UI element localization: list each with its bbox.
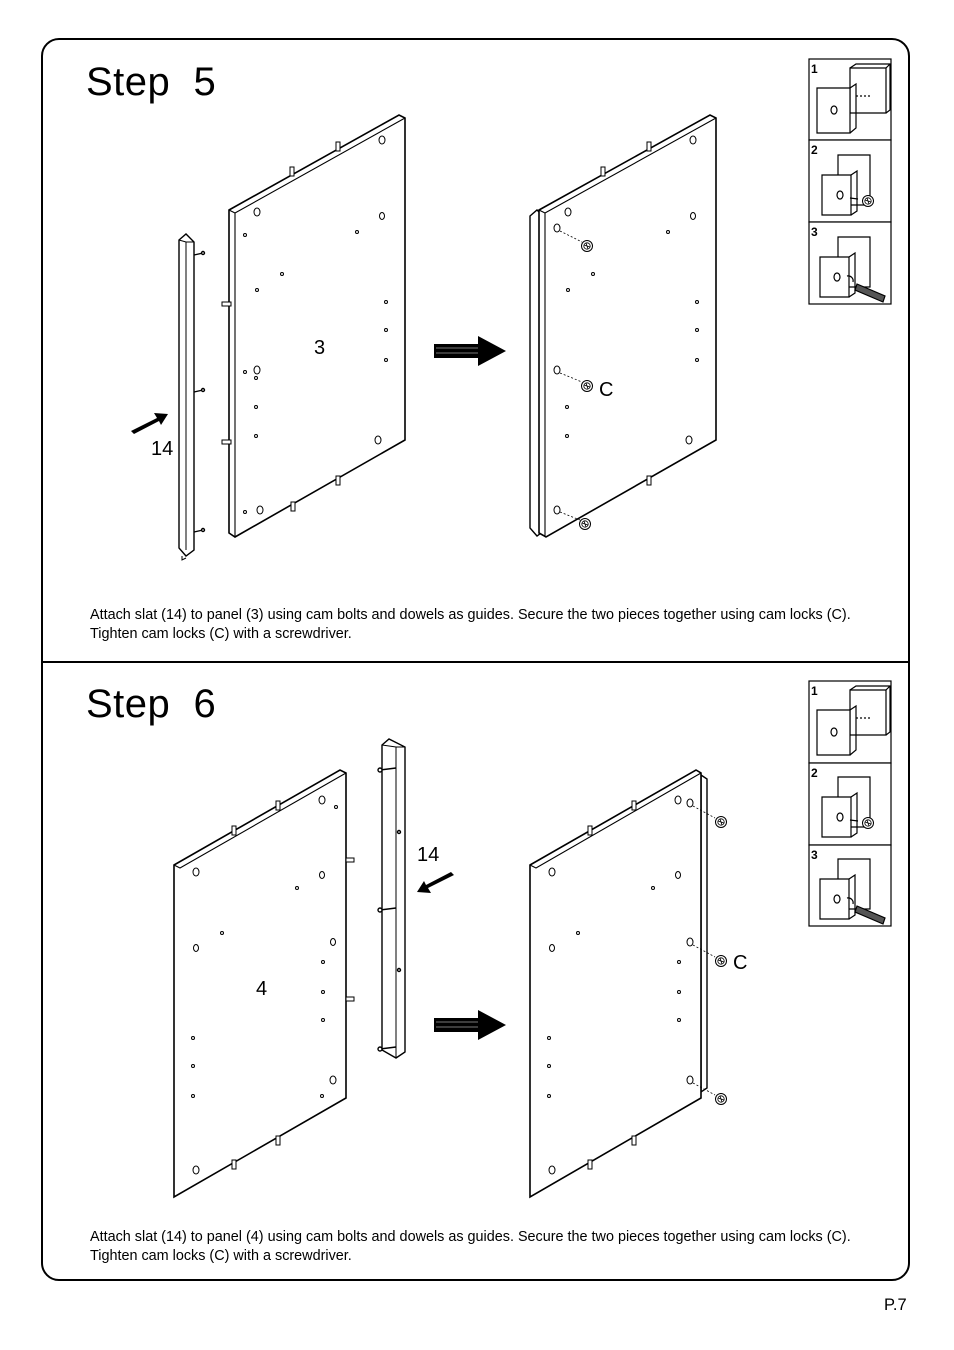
page-frame <box>41 38 910 1281</box>
panel-3-left <box>221 114 406 538</box>
detail-num-6-3: 3 <box>811 848 818 862</box>
slat-14-step6 <box>377 738 406 1059</box>
slat-label-step6: 14 <box>417 844 439 866</box>
step-5-description: Attach slat (14) to panel (3) using cam … <box>90 607 851 642</box>
slat-14-step5 <box>178 233 206 561</box>
step-divider <box>42 661 910 663</box>
panel-3-assembled <box>529 114 717 538</box>
step-6-description: Attach slat (14) to panel (4) using cam … <box>90 1229 851 1264</box>
detail-num-5-1: 1 <box>811 62 818 76</box>
panel-4-assembled <box>529 769 727 1199</box>
cam-label-step5: C <box>599 379 613 401</box>
cam-label-step6: C <box>733 952 747 974</box>
detail-boxes-step5 <box>808 58 892 305</box>
result-arrow-step5 <box>433 335 507 367</box>
panel-label-step5: 3 <box>314 337 325 359</box>
slat-label-step5: 14 <box>151 438 173 460</box>
detail-num-6-2: 2 <box>811 766 818 780</box>
insert-arrow-step5 <box>131 413 168 434</box>
page-number: P.7 <box>884 1296 907 1314</box>
panel-label-step6: 4 <box>256 978 267 1000</box>
detail-boxes-step6 <box>808 680 892 927</box>
panel-4-left <box>173 769 355 1199</box>
step-5-title: Step 5 <box>86 60 217 104</box>
detail-num-6-1: 1 <box>811 684 818 698</box>
detail-num-5-3: 3 <box>811 225 818 239</box>
insert-arrow-step6 <box>417 872 454 893</box>
detail-num-5-2: 2 <box>811 143 818 157</box>
step-6-title: Step 6 <box>86 682 217 726</box>
result-arrow-step6 <box>433 1009 507 1041</box>
